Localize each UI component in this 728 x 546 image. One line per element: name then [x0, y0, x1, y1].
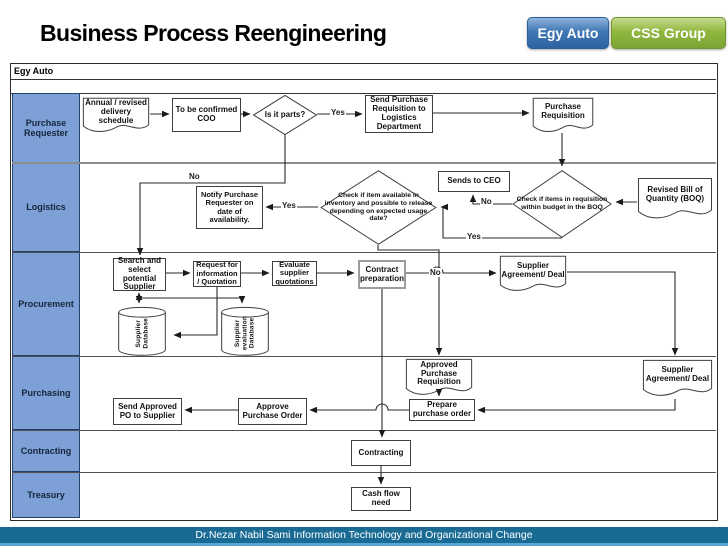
node-is-it-parts-decision: Is it parts? — [253, 95, 317, 135]
edge-label-inventory-yes: Yes — [281, 201, 297, 210]
node-evaluate-quotations: Evaluate supplier quotations — [272, 259, 317, 286]
page-title: Business Process Reengineering — [40, 20, 387, 46]
node-label: Supplier Agreement/ Deal — [645, 365, 710, 383]
node-label: Check if item available in inventory and… — [324, 192, 433, 223]
node-label: Is it parts? — [264, 109, 306, 119]
node-label: Approve Purchase Order — [242, 401, 303, 420]
node-label: Supplier Database — [134, 318, 149, 349]
node-label: Request for information / Quotation — [196, 260, 238, 287]
lane-procurement: Procurement — [12, 252, 80, 356]
node-label: Approved Purchase Requisition — [417, 359, 461, 387]
node-annual-delivery-schedule: Annual / revised delivery schedule — [82, 97, 150, 135]
node-label: Notify Purchase Requester on date of ava… — [200, 189, 259, 224]
edge-label-inventory-no: No — [429, 268, 442, 277]
node-label: Supplier evaluation Database — [234, 316, 256, 351]
node-supplier-agreement-doc-purchasing: Supplier Agreement/ Deal — [642, 359, 713, 399]
node-send-purchase-requisition: Send Purchase Requisition to Logistics D… — [365, 95, 433, 133]
node-label: Revised Bill of Quantity (BOQ) — [645, 185, 705, 203]
lane-divider — [12, 356, 716, 357]
footer-accent-strip — [0, 543, 728, 546]
node-label: To be confirmed COO — [175, 105, 238, 123]
egy-auto-button[interactable]: Egy Auto — [527, 17, 609, 49]
lane-divider — [12, 472, 716, 473]
css-group-button-reflection: CSS Group — [611, 49, 724, 64]
node-prepare-purchase-order: Prepare purchase order — [409, 399, 475, 421]
node-notify-purchase-requester: Notify Purchase Requester on date of ava… — [196, 186, 263, 229]
lane-treasury: Treasury — [12, 472, 80, 518]
node-send-approved-po: Send Approved PO to Supplier — [113, 398, 182, 425]
node-label: Evaluate supplier quotations — [275, 259, 314, 286]
node-label: Annual / revised delivery schedule — [85, 97, 147, 125]
footer-bar: Dr.Nezar Nabil Sami Information Technolo… — [0, 527, 728, 543]
node-label: Prepare purchase order — [412, 400, 472, 418]
node-label: Contract preparation — [360, 264, 405, 283]
lane-logistics: Logistics — [12, 163, 80, 252]
node-cash-flow-need: Cash flow need — [351, 487, 411, 511]
lane-purchase-requester: Purchase Requester — [12, 93, 80, 163]
node-contracting: Contracting — [351, 440, 411, 466]
node-label: Cash flow need — [362, 489, 400, 507]
edge-label-budget-no: No — [480, 197, 493, 206]
node-check-budget-decision: Check if items in requisition within bud… — [512, 170, 612, 238]
lane-divider — [12, 430, 716, 431]
node-supplier-agreement-doc-procurement: Supplier Agreement/ Deal — [499, 255, 567, 294]
node-approve-purchase-order: Approve Purchase Order — [238, 398, 307, 425]
node-label: Contracting — [358, 447, 404, 457]
lane-purchasing: Purchasing — [12, 356, 80, 430]
lane-contracting: Contracting — [12, 430, 80, 472]
node-revised-boq-doc: Revised Bill of Quantity (BOQ) — [637, 177, 713, 222]
node-label: Search and select potential Supplier — [117, 255, 162, 292]
node-label: Check if items in requisition within bud… — [516, 196, 608, 211]
node-approved-purchase-requisition-doc: Approved Purchase Requisition — [405, 358, 473, 398]
node-to-be-confirmed-coo: To be confirmed COO — [172, 98, 241, 132]
edge-label-budget-yes: Yes — [466, 232, 482, 241]
node-label: Sends to CEO — [447, 176, 501, 186]
node-label: Supplier Agreement/ Deal — [501, 260, 565, 279]
node-supplier-database: Supplier Database — [117, 306, 167, 356]
node-purchase-requisition-doc: Purchase Requisition — [532, 97, 594, 135]
node-label: Send Approved PO to Supplier — [118, 401, 177, 420]
node-label: Send Purchase Requisition to Logistics D… — [370, 95, 428, 131]
flowchart-subheader — [10, 80, 716, 94]
edge-label-parts-yes: Yes — [330, 108, 346, 117]
flowchart-header: Egy Auto — [10, 63, 716, 80]
node-request-for-information: Request for information / Quotation — [193, 261, 241, 287]
node-supplier-evaluation-database: Supplier evaluation Database — [220, 306, 270, 356]
node-sends-to-ceo: Sends to CEO — [438, 171, 510, 192]
node-check-inventory-decision: Check if item available in inventory and… — [320, 170, 437, 245]
node-search-select-supplier: Search and select potential Supplier — [113, 255, 166, 292]
node-contract-preparation: Contract preparation — [358, 260, 406, 289]
edge-label-parts-no: No — [188, 172, 201, 181]
node-label: Purchase Requisition — [541, 102, 585, 121]
lane-divider — [12, 252, 716, 253]
css-group-button[interactable]: CSS Group — [611, 17, 726, 49]
egy-auto-button-reflection: Egy Auto — [527, 49, 607, 64]
lane-divider — [12, 162, 716, 164]
